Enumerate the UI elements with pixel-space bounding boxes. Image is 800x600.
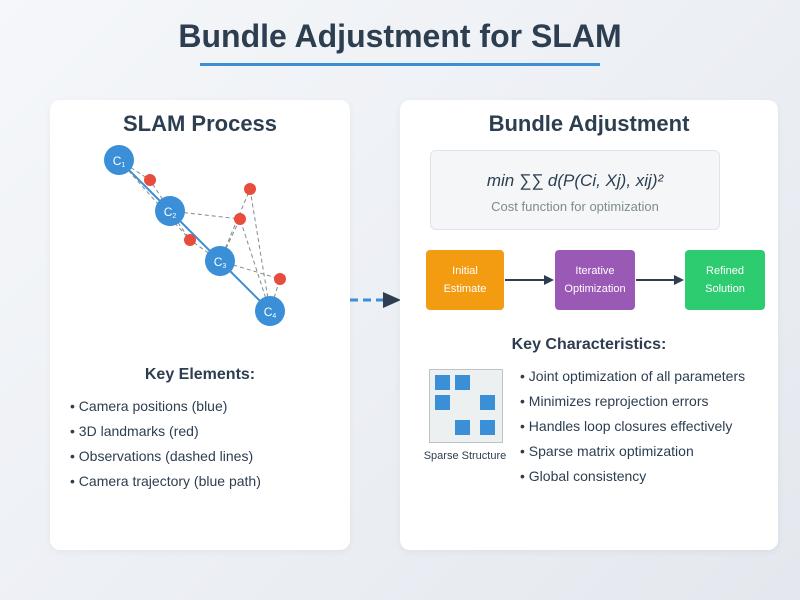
camera-label: C	[113, 154, 122, 168]
slam-process-panel: SLAM Process C	[50, 100, 350, 550]
key-characteristics-list: • Joint optimization of all parameters •…	[520, 366, 745, 491]
matrix-cell	[455, 420, 470, 435]
bundle-adjustment-panel: Bundle Adjustment min ∑∑ d(P(Ci, Xj), xi…	[400, 100, 778, 550]
flow-step-label: Solution	[705, 283, 745, 295]
svg-text:C4: C4	[264, 305, 277, 320]
svg-text:C2: C2	[164, 205, 177, 220]
key-characteristics-heading: Key Characteristics:	[511, 336, 667, 353]
flow-step-label: Refined	[706, 265, 744, 277]
list-item: • Camera positions (blue)	[70, 398, 228, 414]
camera-c3: C3	[205, 246, 235, 276]
camera-c1: C1	[104, 145, 134, 175]
slam-diagram: C1 C2 C3 C4	[104, 145, 286, 326]
flow-step-label: Estimate	[443, 283, 487, 295]
flow-step-label: Optimization	[564, 283, 626, 295]
camera-label: C	[264, 305, 273, 319]
arrow-right-icon	[544, 275, 554, 285]
landmark-point	[274, 273, 286, 285]
matrix-cell	[435, 375, 450, 390]
page-title: Bundle Adjustment for SLAM	[178, 18, 622, 54]
list-item: • Observations (dashed lines)	[70, 448, 254, 464]
camera-index: 4	[272, 313, 276, 320]
landmark-point	[234, 213, 246, 225]
slam-process-title: SLAM Process	[122, 111, 278, 136]
observation-lines	[118, 159, 281, 312]
camera-c4: C4	[255, 296, 285, 326]
list-item: • Handles loop closures effectively	[520, 418, 733, 434]
camera-label: C	[164, 205, 173, 219]
key-elements-heading: Key Elements:	[144, 366, 256, 383]
camera-index: 2	[172, 213, 176, 220]
matrix-cell	[455, 375, 470, 390]
svg-text:C1: C1	[113, 154, 126, 169]
camera-index: 1	[121, 162, 125, 169]
sparse-structure-caption: Sparse Structure	[423, 450, 507, 462]
matrix-cell	[480, 420, 495, 435]
flow-step-label: Iterative	[575, 265, 615, 277]
landmark-point	[144, 174, 156, 186]
landmark-point	[184, 234, 196, 246]
list-item: • Global consistency	[520, 468, 647, 484]
camera-c2: C2	[155, 196, 185, 226]
bundle-adjustment-title: Bundle Adjustment	[488, 111, 690, 136]
camera-label: C	[214, 255, 223, 269]
list-item: • 3D landmarks (red)	[70, 423, 199, 439]
arrow-right-icon	[674, 275, 684, 285]
list-item: • Minimizes reprojection errors	[520, 393, 709, 409]
key-elements-list: • Camera positions (blue) • 3D landmarks…	[70, 396, 261, 496]
camera-trajectory	[118, 159, 271, 312]
arrow-right-icon	[350, 292, 401, 308]
flow-step-label: Initial	[452, 265, 478, 277]
list-item: • Sparse matrix optimization	[520, 443, 694, 459]
list-item: • Camera trajectory (blue path)	[70, 473, 261, 489]
list-item: • Joint optimization of all parameters	[520, 368, 746, 384]
cost-function-caption: Cost function for optimization	[491, 199, 659, 214]
sparse-matrix-icon	[429, 369, 503, 443]
flow-arrows	[505, 275, 684, 285]
camera-index: 3	[222, 263, 226, 270]
title-underline	[200, 63, 600, 66]
cost-function-formula: min ∑∑ d(P(Ci, Xj), xij)²	[486, 171, 664, 190]
matrix-cell	[480, 395, 495, 410]
svg-text:C3: C3	[214, 255, 227, 270]
landmark-point	[244, 183, 256, 195]
cost-function-box: min ∑∑ d(P(Ci, Xj), xij)² Cost function …	[430, 150, 720, 230]
matrix-cell	[435, 395, 450, 410]
